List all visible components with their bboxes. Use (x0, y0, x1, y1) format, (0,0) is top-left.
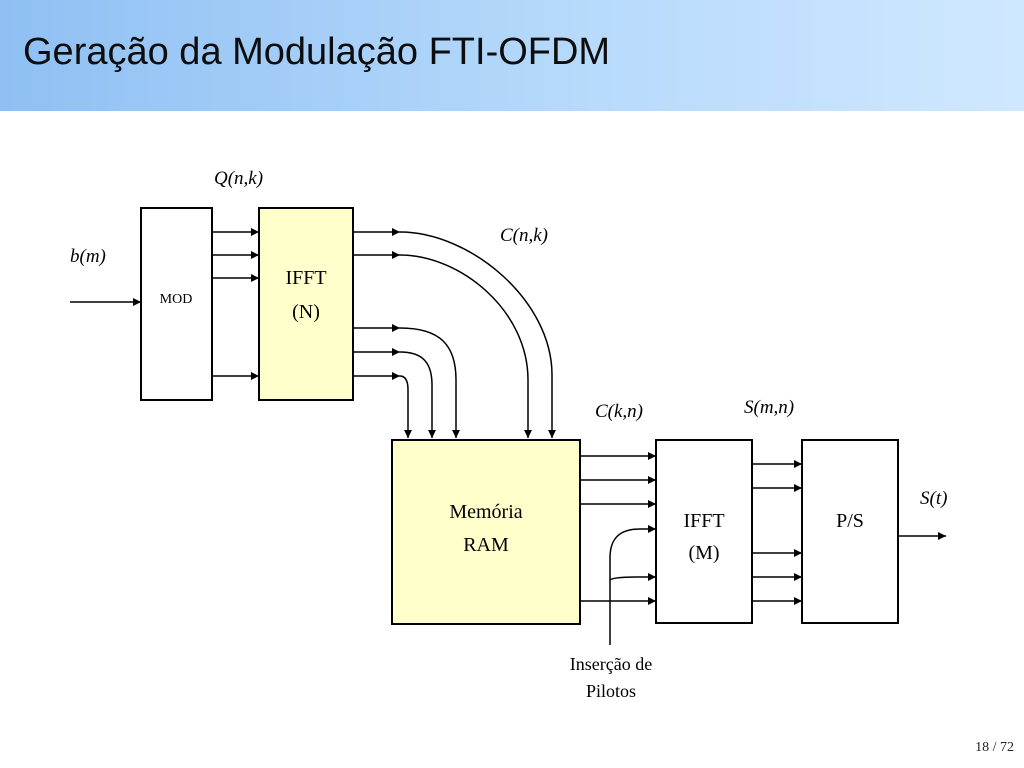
ps-block: P/S (801, 439, 899, 624)
ps-label: P/S (836, 510, 864, 532)
curve-to-ram (399, 254, 532, 438)
mod-label: MOD (160, 292, 193, 307)
ifft-n-size: (N) (292, 301, 320, 323)
curve-to-ram (399, 375, 412, 438)
page-number: 18 / 72 (975, 740, 1014, 755)
mod-block: MOD (140, 207, 213, 401)
q-signal-label: Q(n,k) (214, 168, 263, 189)
ifft-m-block: IFFT (M) (655, 439, 753, 624)
ifft-m-size: (M) (688, 542, 719, 564)
ram-label-line2: RAM (463, 534, 509, 556)
input-signal-label: b(m) (70, 246, 106, 267)
ram-block: Memória RAM (391, 439, 581, 625)
connection-arrows (70, 228, 946, 645)
ram-label-line1: Memória (449, 501, 522, 523)
c-nk-label: C(n,k) (500, 225, 548, 246)
c-kn-label: C(k,n) (595, 401, 643, 422)
curve-to-ram (399, 231, 556, 438)
pilots-label-line1: Inserção de (570, 654, 652, 674)
ifft-m-label: IFFT (683, 510, 724, 532)
curve-to-ram (399, 327, 460, 438)
slide-header: Geração da Modulação FTI-OFDM (0, 0, 1024, 111)
s-mn-label: S(m,n) (744, 397, 794, 418)
output-signal-label: S(t) (920, 488, 947, 509)
pilots-label-line2: Pilotos (586, 681, 636, 701)
curve-to-ram (399, 351, 436, 438)
ifft-n-block: IFFT (N) (258, 207, 354, 401)
pilot-arrow (609, 525, 656, 645)
ifft-n-label: IFFT (285, 267, 326, 289)
slide-title: Geração da Modulação FTI-OFDM (23, 31, 611, 73)
pilot-arrow (609, 573, 656, 581)
